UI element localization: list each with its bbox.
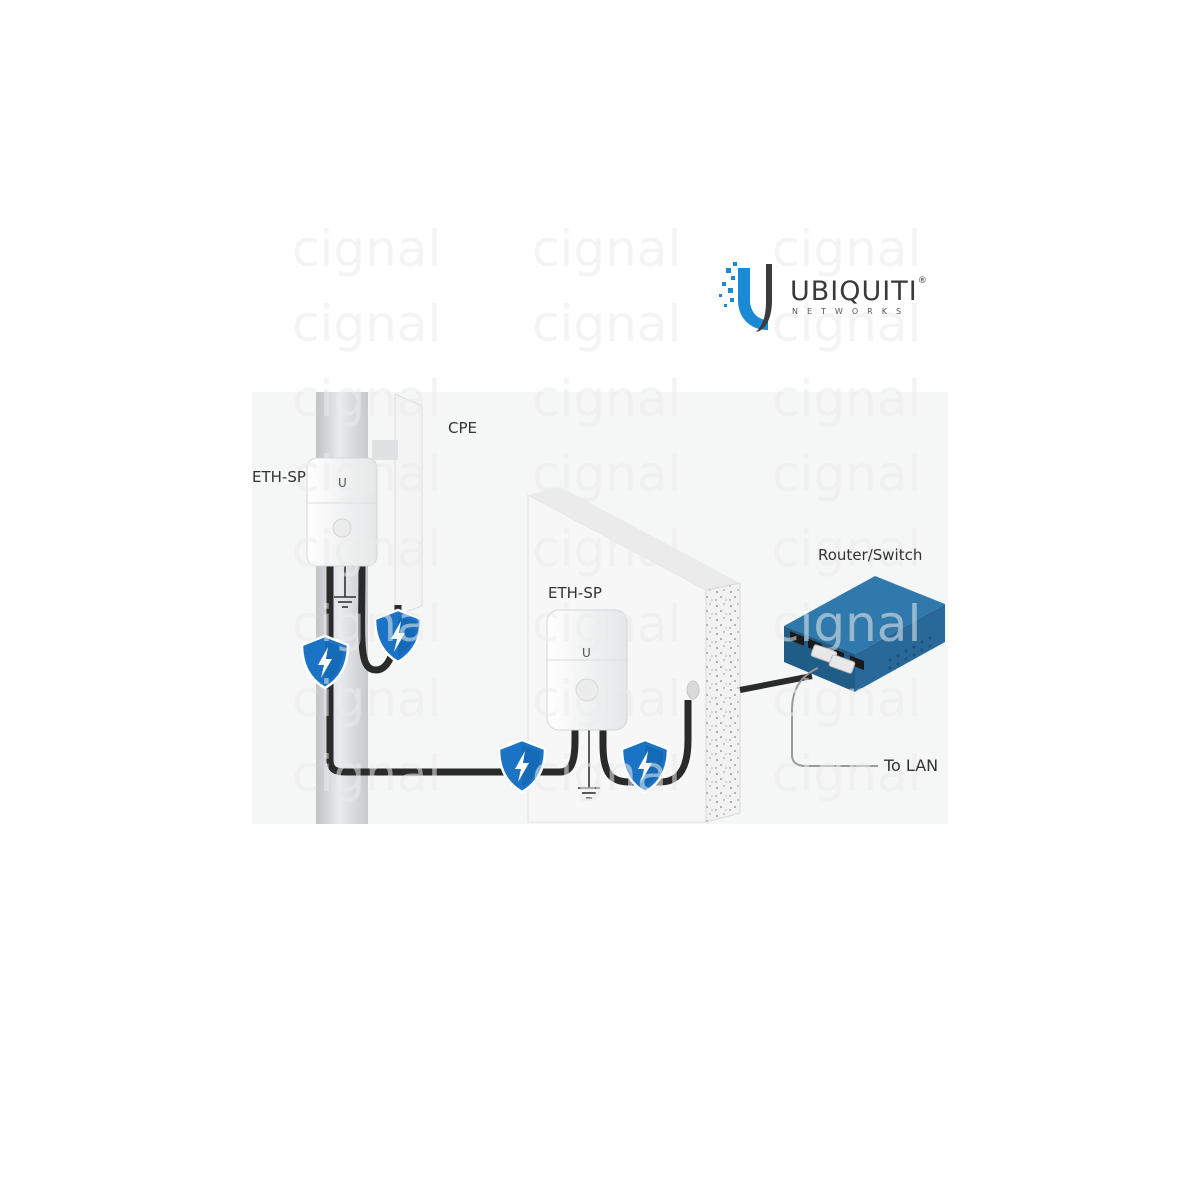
cable-to-lan (791, 667, 878, 767)
label-router-switch: Router/Switch (818, 546, 923, 564)
logo-wordmark: UBIQUITI® (790, 276, 928, 307)
router-switch (784, 576, 945, 692)
logo-name: UBIQUITI (790, 276, 918, 307)
wall-hole (686, 680, 700, 700)
cable-into-wall-sp (520, 728, 579, 776)
label-cpe: CPE (448, 419, 477, 437)
label-eth-sp-wall: ETH-SP (548, 584, 602, 602)
cable-wall-to-router (739, 673, 813, 693)
ubiquiti-logo-icon (719, 262, 772, 332)
logo-registered-mark: ® (917, 276, 928, 286)
logo-subtitle: NETWORKS (792, 307, 911, 316)
device-mark: U (338, 476, 347, 490)
ground-symbol-icon (334, 565, 356, 608)
wall-top (528, 487, 740, 590)
cable-pole-to-wall (326, 565, 520, 776)
cpe-antenna (394, 393, 423, 613)
wall-edge (705, 582, 741, 823)
eth-sp-wall-device (546, 609, 628, 731)
cpe-mount (372, 440, 398, 460)
ground-symbol-icon (578, 728, 600, 799)
label-eth-sp-pole: ETH-SP (252, 468, 306, 486)
label-to-lan: To LAN (884, 756, 939, 775)
device-mark: U (582, 646, 591, 660)
eth-sp-pole-device (306, 457, 378, 567)
